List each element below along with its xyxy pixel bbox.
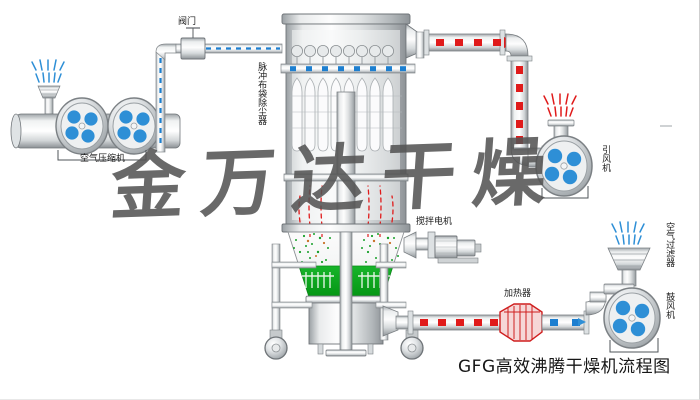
air-compressor-unit[interactable] [10,59,181,161]
pulse-jet-nozzles [290,45,394,64]
caster-wheel-left [264,329,288,360]
pulse-bag-dust-collector-tower[interactable] [280,13,416,357]
pulse-header-pipe [280,63,416,74]
blower-unit[interactable] [603,283,661,353]
label-heater: 加热器 [504,289,532,299]
label-air-filter: 空气过滤器 [664,222,675,267]
exhaust-duct [405,23,548,170]
trolley-frame [271,243,407,341]
label-pulse-bag-dust-collector: 脉冲布袋除尘器 [256,62,267,125]
stirring-motor-unit[interactable] [403,231,482,264]
heater-unit[interactable] [499,303,543,342]
compressor-fan-1 [55,97,109,155]
label-air-compressor: 空气压缩机 [80,154,126,164]
induced-fan-base [541,186,589,199]
motor-base [437,257,479,264]
caster-wheel-right [400,329,424,360]
intake-flow-marks [550,319,580,326]
hot-air-updraft-marks [298,185,394,227]
label-induced-draft-fan: 引风机 [600,145,611,172]
compressor-intake-filter [37,85,61,115]
label-valve: 阀门 [178,17,197,27]
valve-body[interactable] [180,27,206,60]
compressor-base [57,150,147,161]
induced-fan-outlet-flange [547,119,575,127]
hot-air-supply-line [382,291,607,342]
induced-fan-exhaust-airflow-icon [543,93,577,117]
suspended-particles [293,233,399,264]
motor-body [456,239,476,257]
compressor-fan-2 [107,97,161,155]
label-blower: 鼓风机 [664,292,675,319]
center-foot-plate [325,349,367,357]
suspended-particles-orange [306,239,392,257]
pulse-header-flow-marks [290,66,406,72]
compressor-intake-airflow-icon [31,59,65,83]
exhaust-flow-marks-vertical [516,66,523,144]
air-filter-cone [607,247,651,271]
diagram-title: GFG高效沸腾干燥机流程图 [458,357,671,377]
tower-top-lid [281,13,411,25]
tower-center-column [336,91,356,233]
filter-intake-airflow-icon [611,221,645,245]
exhaust-flow-marks-top [436,39,501,46]
hot-air-flow-marks-left [420,319,498,326]
label-stirring-motor: 搅拌电机 [416,217,453,227]
agitator-shaft [339,231,353,351]
induced-draft-fan-unit[interactable] [535,93,593,199]
blower-base [609,338,659,353]
air-filter-unit[interactable] [607,221,651,287]
compressed-air-line [155,43,283,153]
bed-inlet-jets [309,234,381,240]
